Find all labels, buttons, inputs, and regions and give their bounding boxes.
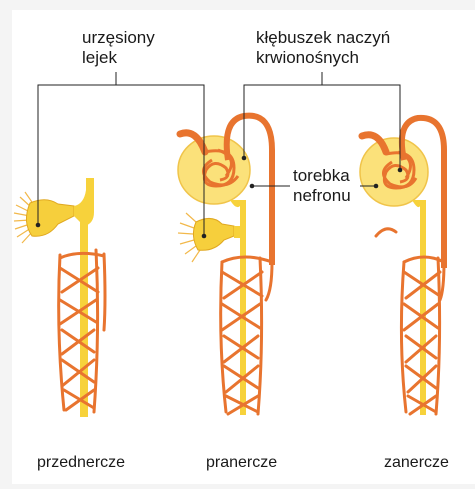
caption-metanephros: zanercze bbox=[384, 454, 449, 472]
metanephros-capsule bbox=[360, 138, 428, 206]
caption-mesonephros: pranercze bbox=[206, 454, 277, 472]
funnel-label-line1: urzęsiony bbox=[82, 28, 155, 48]
capsule-label-line1: torebka bbox=[293, 166, 350, 186]
caption-pronephros: przednercze bbox=[37, 454, 125, 472]
glomerulus-label-line1: kłębuszek naczyń bbox=[256, 28, 390, 48]
funnel-label-line2: lejek bbox=[82, 48, 117, 68]
capsule-label-line2: nefronu bbox=[293, 186, 351, 206]
mesonephros-capsule bbox=[178, 136, 250, 204]
glomerulus-label-line2: krwionośnych bbox=[256, 48, 359, 68]
